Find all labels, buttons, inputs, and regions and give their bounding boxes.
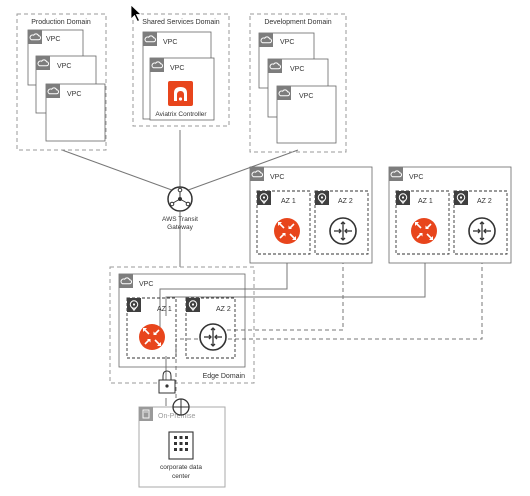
vgw-icon xyxy=(329,217,357,245)
vpn-line-2 xyxy=(226,246,483,340)
link-router-dev-edge xyxy=(165,246,426,316)
spoke-vpc-left: VPC AZ 1 AZ 2 xyxy=(249,166,373,264)
customer-gateway-icon xyxy=(172,398,190,416)
vpc-label: VPC xyxy=(290,66,304,73)
location-pin-icon xyxy=(395,190,411,206)
availability-zone-2: AZ 2 xyxy=(453,190,508,255)
domain-label: Development Domain xyxy=(264,19,331,26)
cloud-icon xyxy=(142,31,158,47)
availability-zone-2: AZ 2 xyxy=(314,190,369,255)
production-domain: Production Domain VPC VPC VPC xyxy=(16,13,107,151)
vpc-label: VPC xyxy=(170,65,184,72)
az-label: AZ 2 xyxy=(216,306,231,313)
vpc-label: VPC xyxy=(139,281,153,288)
development-domain: Development Domain VPC VPC VPC xyxy=(249,13,347,153)
server-icon xyxy=(139,407,153,421)
shared-services-domain: Shared Services Domain VPC VPC Aviatrix … xyxy=(132,13,230,127)
cloud-icon xyxy=(249,166,265,182)
datacenter-label-line1: corporate data xyxy=(160,464,202,471)
vpc-label: VPC xyxy=(57,63,71,70)
connection-lines xyxy=(61,130,426,455)
az-label: AZ 1 xyxy=(157,306,172,313)
location-pin-icon xyxy=(256,190,272,206)
aviatrix-controller-label: Aviatrix Controller xyxy=(155,111,207,118)
vgw-icon xyxy=(199,323,227,351)
transit-gateway-icon xyxy=(167,186,193,212)
link-development-tgw xyxy=(179,149,299,194)
vpc-label: VPC xyxy=(280,39,294,46)
cloud-icon xyxy=(258,32,274,48)
cloud-icon xyxy=(267,58,283,74)
az-label: AZ 1 xyxy=(418,198,433,205)
transit-gateway-label-line1: AWS Transit xyxy=(162,216,198,223)
location-pin-icon xyxy=(185,297,201,313)
router-icon xyxy=(273,217,301,245)
cloud-icon xyxy=(27,29,43,45)
domain-label: Production Domain xyxy=(31,19,91,26)
availability-zone-1: AZ 1 xyxy=(256,190,311,255)
vpc-box: VPC xyxy=(276,85,337,144)
availability-zone-2: AZ 2 xyxy=(185,297,236,359)
cloud-icon xyxy=(388,166,404,182)
lock-icon xyxy=(158,370,176,394)
vpc-label: VPC xyxy=(67,91,81,98)
edge-domain: Edge Domain VPC AZ 1 AZ 2 xyxy=(109,266,255,384)
cloud-icon xyxy=(35,55,51,71)
building-icon xyxy=(168,431,194,460)
cloud-icon xyxy=(149,57,165,73)
availability-zone-1: AZ 1 xyxy=(395,190,450,255)
vpc-label: VPC xyxy=(46,36,60,43)
domain-label: Edge Domain xyxy=(203,373,246,380)
az-label: AZ 1 xyxy=(281,198,296,205)
vpn-line-3 xyxy=(175,338,205,404)
router-icon xyxy=(138,323,166,351)
vpc-box: VPC xyxy=(45,83,106,142)
location-pin-icon xyxy=(126,297,142,313)
vpc-label: VPC xyxy=(409,174,423,181)
vpc-label: VPC xyxy=(270,174,284,181)
spoke-vpc-right: VPC AZ 1 AZ 2 xyxy=(388,166,512,264)
vpc-label: VPC xyxy=(299,93,313,100)
aviatrix-logo-icon xyxy=(168,81,193,106)
domain-label: Shared Services Domain xyxy=(142,19,220,26)
router-icon xyxy=(410,217,438,245)
availability-zone-1: AZ 1 xyxy=(126,297,177,359)
datacenter-label-line2: center xyxy=(172,473,191,480)
az-label: AZ 2 xyxy=(477,198,492,205)
on-premise-label: On-Premise xyxy=(158,413,195,420)
transit-gateway-label-line2: Gateway xyxy=(167,224,193,231)
location-pin-icon xyxy=(314,190,330,206)
vpc-label: VPC xyxy=(163,39,177,46)
cloud-icon xyxy=(276,85,292,101)
az-label: AZ 2 xyxy=(338,198,353,205)
cloud-icon xyxy=(118,273,134,289)
link-production-tgw xyxy=(61,149,181,194)
vgw-icon xyxy=(468,217,496,245)
vpn-line-1 xyxy=(226,246,344,331)
vpn-dashed-lines xyxy=(175,246,483,404)
cloud-icon xyxy=(45,83,61,99)
mouse-cursor-icon xyxy=(130,4,143,23)
location-pin-icon xyxy=(453,190,469,206)
edge-vpc: VPC AZ 1 AZ 2 xyxy=(118,273,246,368)
on-premise-box: On-Premise corporate data center xyxy=(138,406,226,488)
